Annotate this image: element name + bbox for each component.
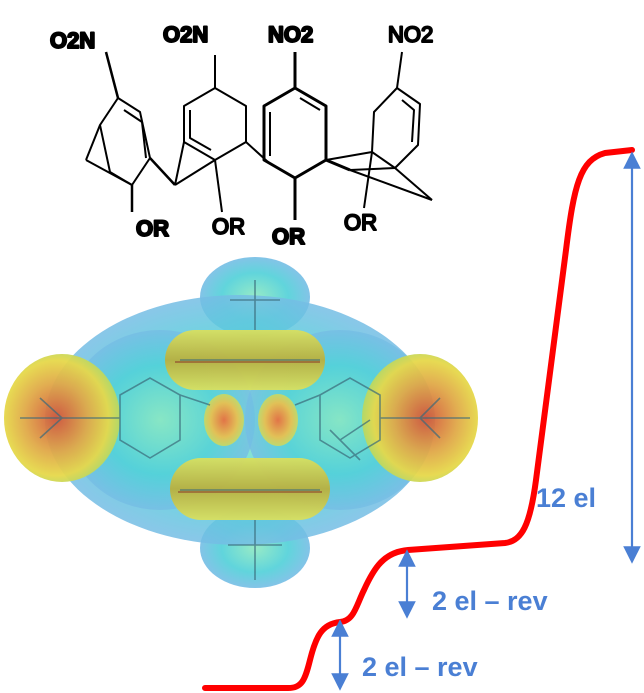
substituent-label-3: NO2: [268, 22, 313, 47]
aromatic-ring-4: [349, 51, 433, 209]
methylene-bridges: [85, 124, 396, 186]
aromatic-ring-2: [174, 55, 269, 213]
voltammetric-wave-curve: [202, 147, 635, 691]
step-annotations: [331, 151, 641, 691]
substituent-label-6: OR: [212, 214, 245, 239]
step-label-1: 2 el – rev: [362, 652, 478, 682]
substituent-label-7: OR: [272, 224, 305, 249]
substituent-label-8: OR: [344, 210, 377, 235]
step-label-3: 12 el: [536, 483, 596, 513]
electrostatic-potential-surface: [4, 257, 478, 588]
substituent-label-5: OR: [136, 216, 169, 241]
substituent-label-2: O2N: [163, 22, 208, 47]
substituent-label-4: NO2: [388, 22, 433, 47]
substituent-label-1: O2N: [50, 28, 95, 53]
calixarene-structure: O2N O2N NO2 NO2 OR OR OR OR: [49, 21, 434, 250]
aromatic-ring-3: [262, 52, 351, 220]
aromatic-ring-1: [99, 51, 176, 212]
step-label-2: 2 el – rev: [432, 586, 548, 616]
